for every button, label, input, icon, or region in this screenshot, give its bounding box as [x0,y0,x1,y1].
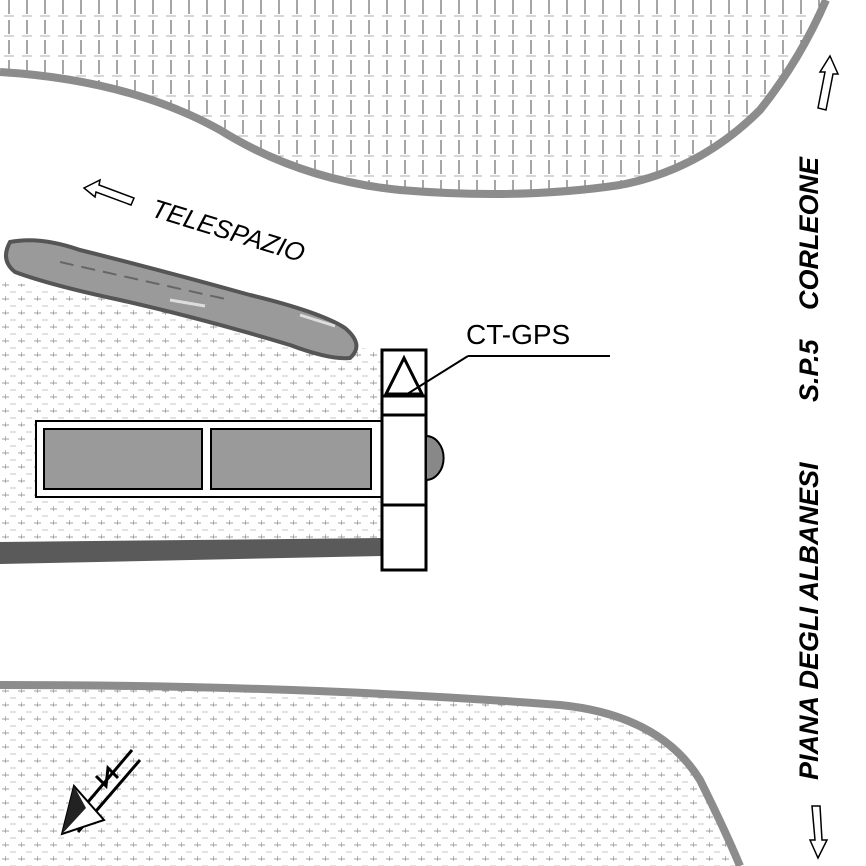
station-pillar [380,348,428,572]
station-leader-line [403,355,469,397]
down-direction-arrow-icon [808,805,829,860]
up-direction-arrow-icon [817,54,840,111]
hollow-arrow-icon [82,178,135,206]
bottom-lawn-area [0,685,740,866]
bottom-road-edge [0,681,744,866]
road-destination-label: CORLEONE [794,156,824,310]
station-label: CT-GPS [466,319,570,350]
semicircle-marker-icon [425,434,445,482]
north-arrow-icon [60,749,142,836]
telespazio-label: TELESPAZIO [148,193,308,268]
road-number-label: S.P.5 [794,338,824,402]
triangle-station-icon [383,354,425,396]
top-road-edge [0,0,830,198]
top-vegetation-area [0,0,826,194]
building-section-left [43,428,203,490]
building-section-right [210,428,372,490]
left-road-curb [0,538,382,564]
road-name-label: PIANA DEGLI ALBANESI [794,462,824,780]
